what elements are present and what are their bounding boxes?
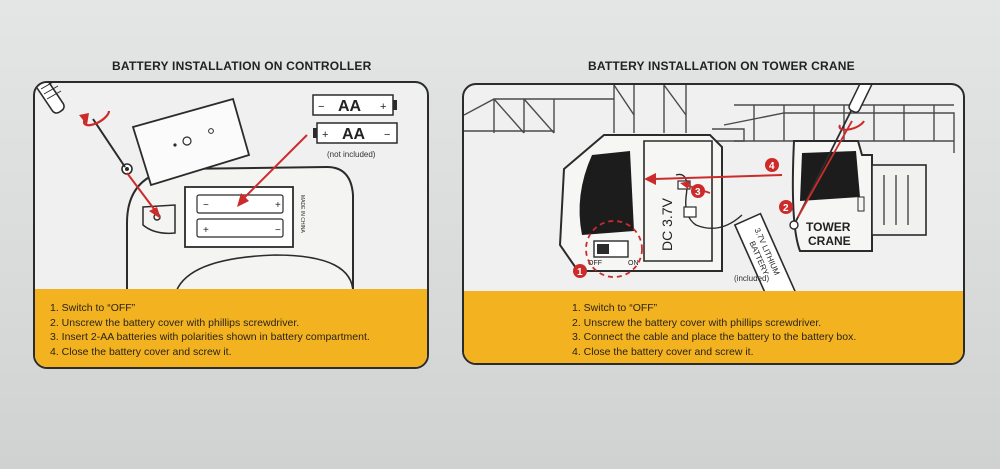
crane-illustration: DC 3.7V OFF ON 3.7V LITHIUM BATTERY (inc… <box>464 85 955 297</box>
controller-steps-box: 1. Switch to “OFF” 2. Unscrew the batter… <box>35 289 427 367</box>
on-label: ON <box>628 260 639 267</box>
svg-text:4: 4 <box>769 161 775 172</box>
step-2: 2. Unscrew the battery cover with philli… <box>572 316 822 329</box>
step-3: 3. Insert 2-AA batteries with polarities… <box>50 331 370 343</box>
svg-text:+: + <box>322 129 328 141</box>
aa-battery-1: − AA + <box>312 94 397 116</box>
battery-compartment: − + + − <box>184 186 294 248</box>
svg-text:2: 2 <box>783 203 789 214</box>
step-2: 2. Unscrew the battery cover with philli… <box>50 316 300 329</box>
included-label: (included) <box>734 274 769 283</box>
made-in-label: MADE IN CHINA <box>299 195 305 233</box>
tower-label: TOWER <box>806 220 851 234</box>
svg-text:AA: AA <box>338 98 362 115</box>
crane-battery-box: DC 3.7V OFF ON <box>558 134 723 278</box>
svg-text:+: + <box>275 200 281 211</box>
step-4: 4. Close the battery cover and screw it. <box>572 345 754 358</box>
controller-instruction-panel: − + + − MADE IN CHINA <box>33 81 429 369</box>
crane-instruction-panel: DC 3.7V OFF ON 3.7V LITHIUM BATTERY (inc… <box>462 83 965 365</box>
svg-text:+: + <box>380 101 386 113</box>
rotate-arrow-head-icon <box>79 113 89 125</box>
marker-4-icon: 4 <box>765 158 779 172</box>
step-4: 4. Close the battery cover and screw it. <box>50 345 232 358</box>
off-label: OFF <box>588 260 602 267</box>
battery-cover <box>121 97 251 187</box>
svg-text:+: + <box>203 225 209 236</box>
dc-voltage-label: DC 3.7V <box>659 197 675 251</box>
insert-arrow-icon <box>242 134 308 200</box>
svg-text:−: − <box>384 129 390 141</box>
cover-arrow-icon <box>126 172 158 214</box>
place-battery-arrow-icon <box>653 174 783 180</box>
crane-cab: TOWER CRANE <box>789 140 927 252</box>
controller-illustration: − + + − MADE IN CHINA <box>35 83 398 295</box>
svg-text:−: − <box>203 200 209 211</box>
svg-text:1: 1 <box>577 267 583 278</box>
controller-section-title: BATTERY INSTALLATION ON CONTROLLER <box>112 59 372 73</box>
svg-text:−: − <box>318 101 324 113</box>
screwdriver-icon <box>35 83 126 168</box>
svg-text:−: − <box>275 225 281 236</box>
crane-steps-box: 1. Switch to “OFF” 2. Unscrew the batter… <box>464 291 963 363</box>
switch-highlight-icon <box>585 220 643 278</box>
lithium-battery: 3.7V LITHIUM BATTERY <box>733 212 803 297</box>
marker-2-icon: 2 <box>779 200 793 214</box>
battery-box-window <box>579 151 634 235</box>
crane-section-title: BATTERY INSTALLATION ON TOWER CRANE <box>588 59 855 73</box>
step-1: 1. Switch to “OFF” <box>50 302 136 314</box>
svg-text:3: 3 <box>695 187 701 198</box>
marker-3-icon: 3 <box>691 184 705 198</box>
crane-screwdriver-icon <box>795 85 876 222</box>
marker-1-icon: 1 <box>573 264 587 278</box>
not-included-label: (not included) <box>327 150 376 159</box>
step-1: 1. Switch to “OFF” <box>572 302 658 314</box>
aa-battery-2: + AA − <box>313 122 398 144</box>
crane-rotate-arrow-icon <box>838 120 865 131</box>
svg-text:AA: AA <box>342 126 366 143</box>
rotate-arrow-icon <box>82 110 111 127</box>
step-3: 3. Connect the cable and place the batte… <box>572 331 857 343</box>
crane-label: CRANE <box>808 234 851 248</box>
